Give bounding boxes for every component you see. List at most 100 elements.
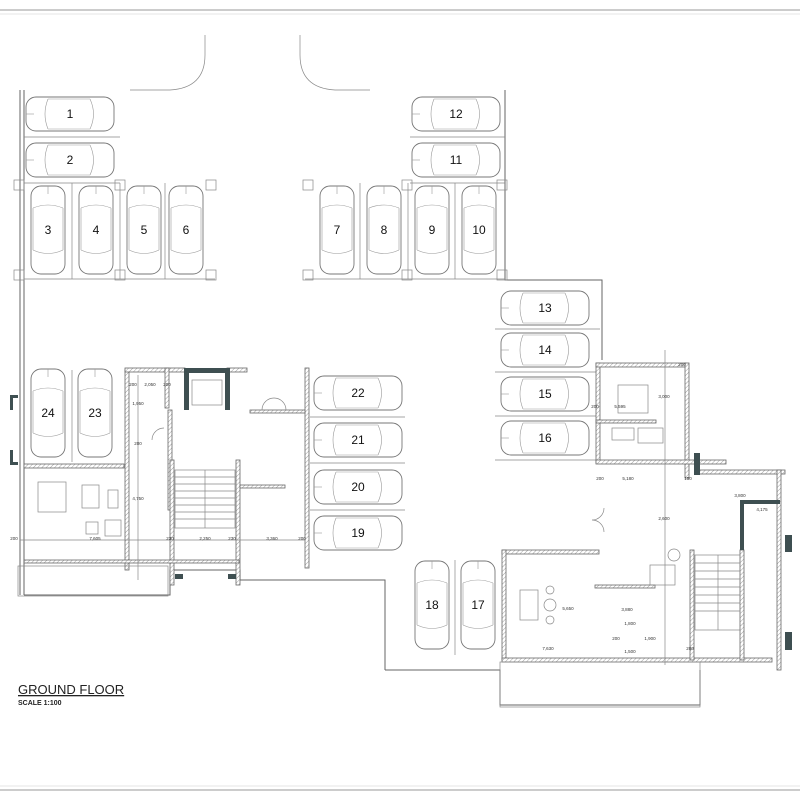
car-icon [30,368,66,458]
car-icon [411,96,501,132]
dimension-label: 150 [684,476,692,481]
parking-spot-number: 15 [538,387,552,401]
dimension-label: 5,180 [622,476,634,481]
dimension-label: 2,600 [658,516,670,521]
parking-spot-number: 13 [538,301,552,315]
dimension-label: 200 [596,476,604,481]
parking-spot: 20 [313,469,403,505]
car-icon [319,185,355,275]
dimension-label: 200 [612,636,620,641]
car-icon [500,376,590,412]
parking-structure [13,136,600,655]
parking-spot-number: 7 [334,223,341,237]
car-icon [313,469,403,505]
dimension-label: 3,360 [266,536,278,541]
parking-spot: 1 [25,96,115,132]
dimension-label: 200 [129,382,137,387]
staircase-right [694,554,741,631]
parking-spot: 18 [414,560,450,650]
title-block: GROUND FLOOR SCALE 1:100 [18,682,124,707]
parking-spot: 11 [411,142,501,178]
dimension-label: 200 [163,382,171,387]
dimension-label: 200 [134,441,142,446]
parking-spot: 4 [78,185,114,275]
dimension-label: 3,800 [734,493,746,498]
car-icon [78,185,114,275]
parking-spot: 15 [500,376,590,412]
dimension-label: 2,050 [144,382,156,387]
dimension-label: 2,250 [199,536,211,541]
staircase-left [174,469,236,529]
dimension-label: 200 [686,646,694,651]
dimension-label: 7,605 [89,536,101,541]
parking-spot: 8 [366,185,402,275]
parking-spot: 3 [30,185,66,275]
car-icon [460,560,496,650]
parking-spot: 13 [500,290,590,326]
parking-spot: 2 [25,142,115,178]
parking-spot-number: 14 [538,343,552,357]
parking-spot-number: 9 [429,223,436,237]
parking-spot: 21 [313,422,403,458]
parking-spot-number: 22 [351,386,365,400]
dimension-label: 230 [228,536,236,541]
car-icon [500,420,590,456]
parking-spot-number: 24 [41,406,55,420]
parking-spot-number: 3 [45,223,52,237]
parking-spot: 6 [168,185,204,275]
parking-spot-number: 19 [351,526,365,540]
dimension-label: 5,595 [614,404,626,409]
dimension-label: 5,650 [562,606,574,611]
drawing-title: GROUND FLOOR [18,682,124,697]
dimension-label: 1,950 [132,401,144,406]
parking-spot: 9 [414,185,450,275]
car-icon [77,368,113,458]
dimension-label: 3,880 [621,607,633,612]
car-icon [461,185,497,275]
car-icon [313,515,403,551]
car-icon [168,185,204,275]
parking-spot: 7 [319,185,355,275]
dimension-label: 200 [591,404,599,409]
car-icon [25,142,115,178]
parking-spot: 19 [313,515,403,551]
right-building [499,350,792,708]
parking-spot: 16 [500,420,590,456]
parking-spot: 10 [461,185,497,275]
car-icon [366,185,402,275]
dimension-label: 7,630 [542,646,554,651]
parking-spot-number: 8 [381,223,388,237]
dimension-label: 3,000 [658,394,670,399]
parking-spot: 24 [30,368,66,458]
parking-spot-number: 10 [472,223,486,237]
parking-spot: 14 [500,332,590,368]
car-icon [313,422,403,458]
parking-spot-number: 5 [141,223,148,237]
car-icon [500,332,590,368]
car-icon [126,185,162,275]
dimension-label: 200 [298,536,306,541]
parking-spot-number: 1 [67,107,74,121]
parking-spot-number: 21 [351,433,365,447]
parking-spot: 22 [313,375,403,411]
parking-spot-number: 16 [538,431,552,445]
car-icon [414,560,450,650]
dimension-label: 1,800 [624,621,636,626]
car-icon [414,185,450,275]
parking-spot-number: 17 [471,598,485,612]
drawing-scale: SCALE 1:100 [18,700,62,707]
car-icon [30,185,66,275]
parking-spot: 23 [77,368,113,458]
parking-spot-number: 4 [93,223,100,237]
car-icon [313,375,403,411]
dimension-label: 1,500 [624,649,636,654]
parking-spot: 12 [411,96,501,132]
dimension-label: 4,750 [132,496,144,501]
parking-spot-number: 20 [351,480,365,494]
car-icon [25,96,115,132]
parking-spot-number: 18 [425,598,439,612]
parking-spot-number: 12 [449,107,463,121]
